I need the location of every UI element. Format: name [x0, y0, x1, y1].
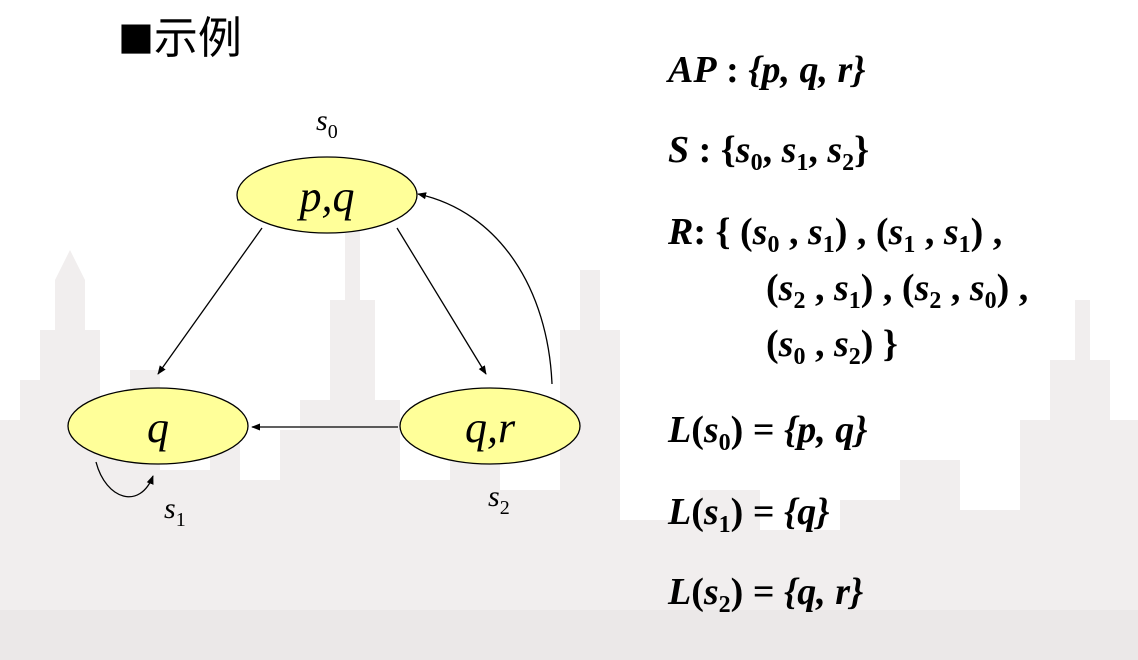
state-node-s0: p,q	[236, 156, 418, 234]
def-transitions-line-2: (s2 , s1) , (s2 , s0) ,	[766, 267, 1029, 314]
def-transitions-line-1: R: { (s0 , s1) , (s1 , s1) ,	[668, 211, 1003, 258]
state-name-s2: s2	[488, 480, 510, 519]
def-transitions-line-3: (s0 , s2) }	[766, 323, 898, 370]
state-name-s1: s1	[164, 492, 186, 531]
edge-s0-s2	[396, 227, 487, 375]
node-label-s1: q	[147, 403, 169, 452]
label-function-s0: L(s0) = {p, q}	[668, 409, 868, 456]
def-states: S : {s0, s1, s2}	[668, 129, 870, 176]
edge-s1-s1-loop	[95, 461, 154, 498]
state-node-s2: q,r	[399, 387, 581, 465]
square-bullet-icon: ■	[118, 14, 154, 58]
state-node-s1: q	[67, 387, 249, 465]
state-name-s0: s0	[316, 104, 338, 143]
edge-s0-s1	[157, 227, 263, 375]
node-label-s0: p,q	[297, 172, 355, 221]
node-label-s2: q,r	[465, 403, 516, 452]
slide-title-text: 示例	[153, 13, 242, 64]
def-atomic-propositions: AP : {p, q, r}	[668, 49, 866, 91]
label-function-s1: L(s1) = {q}	[668, 491, 830, 538]
slide-title: ■示例	[118, 8, 242, 67]
label-function-s2: L(s2) = {q, r}	[668, 571, 864, 618]
edge-s2-s0	[417, 192, 553, 385]
